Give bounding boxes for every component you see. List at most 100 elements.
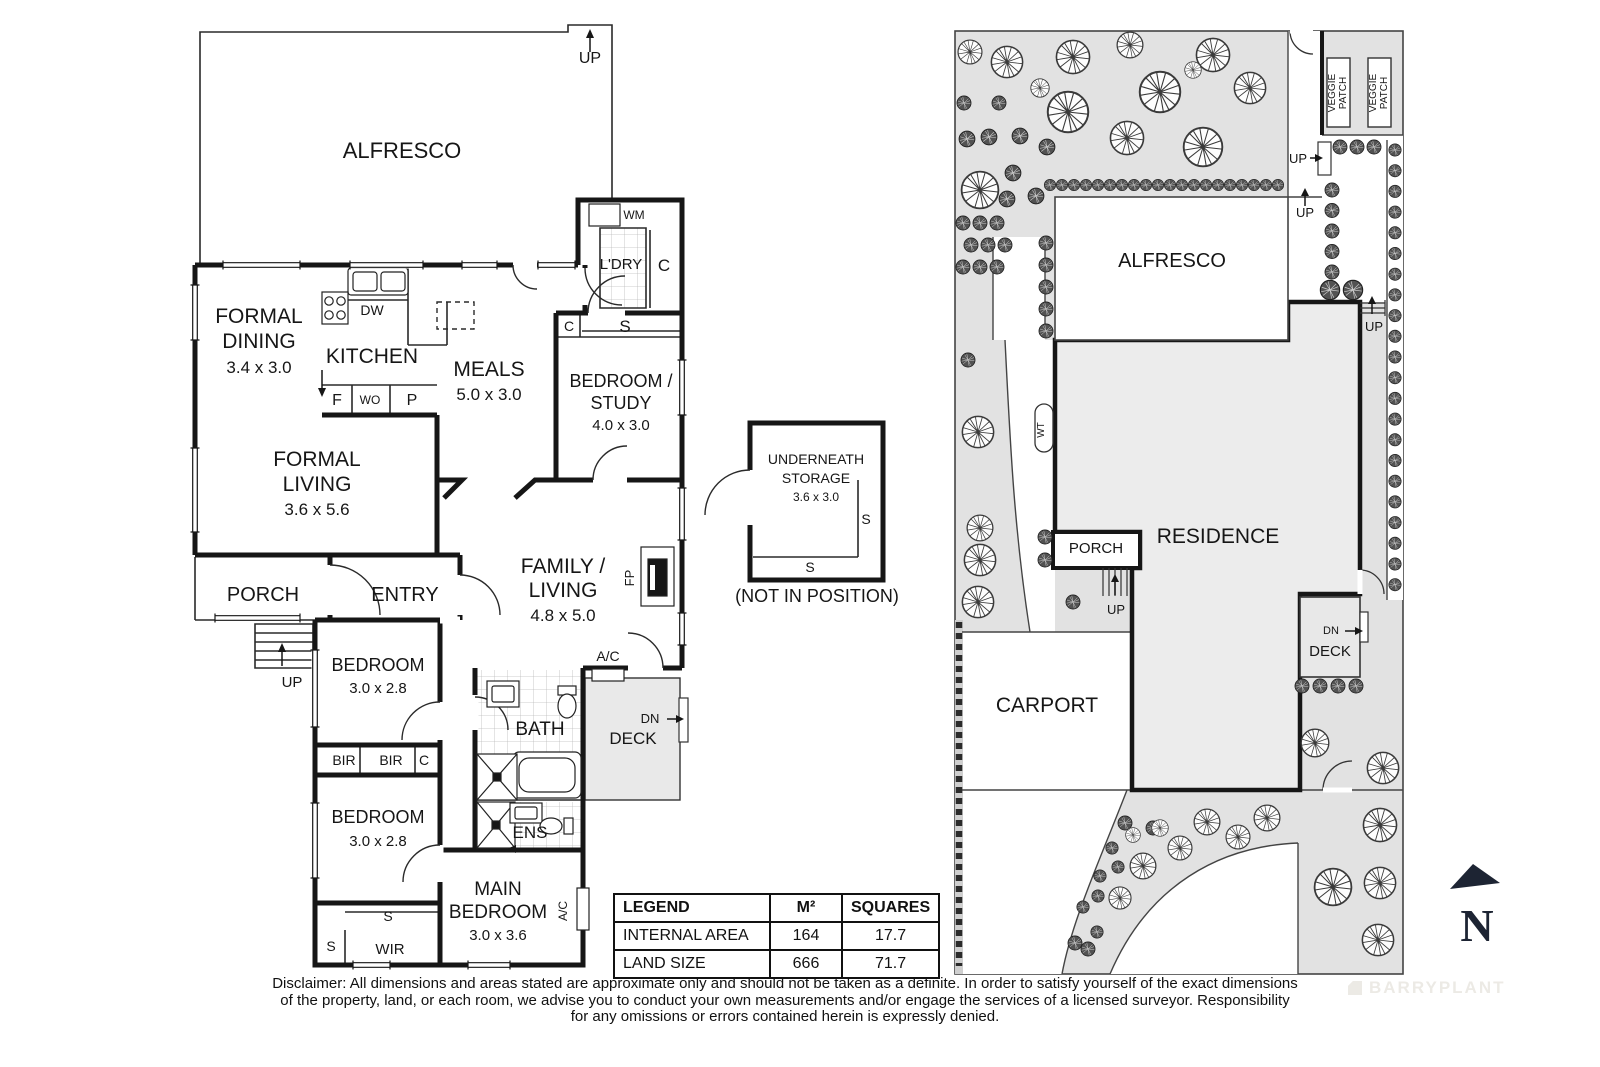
lawn-area bbox=[1110, 843, 1298, 974]
legend-row-internal: INTERNAL AREA 164 17.7 bbox=[613, 921, 941, 951]
north-letter: N bbox=[1460, 900, 1493, 951]
site-plan-labels: ALFRESCO RESIDENCE CARPORT PORCH DECK DN… bbox=[996, 74, 1390, 717]
label-main-dim: 3.0 x 3.6 bbox=[469, 927, 527, 944]
ens-toilet bbox=[539, 817, 563, 835]
legend-title: LEGEND bbox=[613, 893, 771, 923]
label-dw: DW bbox=[360, 302, 384, 318]
label-ac-main: A/C bbox=[556, 901, 570, 921]
north-arrow-icon bbox=[1450, 864, 1500, 889]
label-s-study: S bbox=[619, 317, 630, 336]
barryplant-watermark: BARRYPLANT bbox=[1348, 978, 1505, 998]
label-storage-dim: 3.6 x 3.0 bbox=[793, 490, 839, 504]
label-bedroom1: BEDROOM bbox=[331, 655, 424, 675]
veggie1-line2: PATCH bbox=[1338, 77, 1349, 109]
label-family-2: LIVING bbox=[529, 579, 598, 602]
site-label-deck: DECK bbox=[1309, 643, 1351, 660]
label-bed-study-2: STUDY bbox=[590, 393, 651, 413]
site-up-2: UP bbox=[1296, 205, 1314, 220]
label-formal-dining-2: DINING bbox=[222, 330, 296, 353]
legend-land-squares: 71.7 bbox=[840, 949, 941, 979]
site-up-4: UP bbox=[1107, 602, 1125, 617]
label-entry: ENTRY bbox=[371, 584, 438, 606]
label-bedroom2-dim: 3.0 x 2.8 bbox=[349, 833, 407, 850]
label-c-study: C bbox=[564, 318, 574, 334]
barryplant-text: BARRYPLANT bbox=[1369, 978, 1506, 997]
label-family-1: FAMILY / bbox=[521, 555, 606, 578]
legend-land-m2: 666 bbox=[769, 949, 843, 979]
site-up-3: UP bbox=[1365, 319, 1383, 334]
label-dn-deck: DN bbox=[641, 711, 660, 726]
fixtures bbox=[321, 203, 675, 931]
label-wo: WO bbox=[360, 393, 381, 407]
label-s-storage-bottom: S bbox=[805, 559, 814, 575]
label-storage-2: STORAGE bbox=[782, 470, 850, 486]
legend-land-label: LAND SIZE bbox=[613, 949, 771, 979]
label-c-hall: C bbox=[419, 752, 429, 768]
label-ldry: L'DRY bbox=[600, 256, 643, 273]
disclaimer: Disclaimer: All dimensions and areas sta… bbox=[0, 975, 1570, 1026]
disclaimer-line3: for any omissions or errors contained he… bbox=[570, 1008, 1000, 1025]
label-f: F bbox=[332, 392, 342, 409]
deck-area bbox=[584, 677, 681, 801]
label-wir: WIR bbox=[375, 941, 404, 958]
disclaimer-line1: Disclaimer: All dimensions and areas sta… bbox=[272, 975, 1298, 992]
veggie2-line1: VEGGIE bbox=[1368, 74, 1379, 113]
legend-internal-squares: 17.7 bbox=[840, 921, 941, 951]
label-up-alfresco: UP bbox=[579, 50, 601, 67]
veggie2-line2: PATCH bbox=[1379, 77, 1390, 109]
label-main-1: MAIN bbox=[474, 879, 522, 900]
label-p: P bbox=[407, 392, 418, 409]
legend-col-m2: M² bbox=[769, 893, 843, 923]
floor-plan-labels: UP ALFRESCO WM L'DRY C C S FORMAL DINING… bbox=[215, 50, 899, 958]
site-up-1: UP bbox=[1289, 151, 1307, 166]
site-label-carport: CARPORT bbox=[996, 694, 1098, 717]
site-label-porch: PORCH bbox=[1069, 540, 1123, 557]
bath-toilet bbox=[557, 693, 577, 719]
water-tank bbox=[1034, 403, 1054, 453]
label-ens: ENS bbox=[513, 823, 548, 842]
label-storage-1: UNDERNEATH bbox=[768, 451, 864, 467]
ac-unit-main bbox=[576, 887, 590, 931]
label-c-laundry: C bbox=[658, 256, 670, 275]
veggie1-line1: VEGGIE bbox=[1327, 74, 1338, 113]
site-label-alfresco: ALFRESCO bbox=[1118, 250, 1226, 272]
label-bir2: BIR bbox=[379, 752, 402, 768]
legend-internal-label: INTERNAL AREA bbox=[613, 921, 771, 951]
label-dining-dim: 3.4 x 3.0 bbox=[226, 358, 291, 377]
label-not-in-position: (NOT IN POSITION) bbox=[735, 586, 899, 606]
label-bedroom1-dim: 3.0 x 2.8 bbox=[349, 680, 407, 697]
ac-unit-family bbox=[591, 668, 625, 682]
windows bbox=[190, 260, 687, 970]
carport-area bbox=[962, 632, 1132, 790]
label-ac-family: A/C bbox=[596, 648, 619, 664]
site-label-dn: DN bbox=[1323, 625, 1339, 637]
label-deck: DECK bbox=[609, 729, 657, 748]
legend-row-land: LAND SIZE 666 71.7 bbox=[613, 949, 941, 979]
label-s-left: S bbox=[326, 938, 335, 954]
label-family-dim: 4.8 x 5.0 bbox=[530, 606, 595, 625]
site-alfresco-area bbox=[1054, 196, 1289, 341]
label-meals: MEALS bbox=[453, 358, 524, 381]
site-plan bbox=[954, 28, 1404, 975]
site-label-residence: RESIDENCE bbox=[1157, 525, 1280, 548]
arrow-heads bbox=[278, 29, 1376, 853]
legend-col-squares: SQUARES bbox=[840, 893, 941, 923]
label-porch: PORCH bbox=[227, 584, 299, 606]
legend-internal-m2: 164 bbox=[769, 921, 843, 951]
label-formal-living-2: LIVING bbox=[283, 473, 352, 496]
label-formal-living-1: FORMAL bbox=[273, 448, 361, 471]
label-formal-dining-1: FORMAL bbox=[215, 305, 303, 328]
north-arrow: N bbox=[1450, 864, 1500, 951]
barryplant-logo-icon bbox=[1348, 981, 1362, 995]
label-bedroom2: BEDROOM bbox=[331, 807, 424, 827]
veggie-patch-2 bbox=[1367, 57, 1392, 128]
label-bed-study-1: BEDROOM / bbox=[569, 371, 672, 391]
label-s-storage-right: S bbox=[861, 511, 870, 527]
label-main-2: BEDROOM bbox=[449, 902, 547, 923]
kitchen-island-dashed bbox=[436, 301, 475, 330]
legend-table: LEGEND M² SQUARES INTERNAL AREA 164 17.7… bbox=[613, 893, 941, 979]
disclaimer-line2: of the property, land, or each room, we … bbox=[280, 991, 1290, 1009]
label-meals-dim: 5.0 x 3.0 bbox=[456, 385, 521, 404]
